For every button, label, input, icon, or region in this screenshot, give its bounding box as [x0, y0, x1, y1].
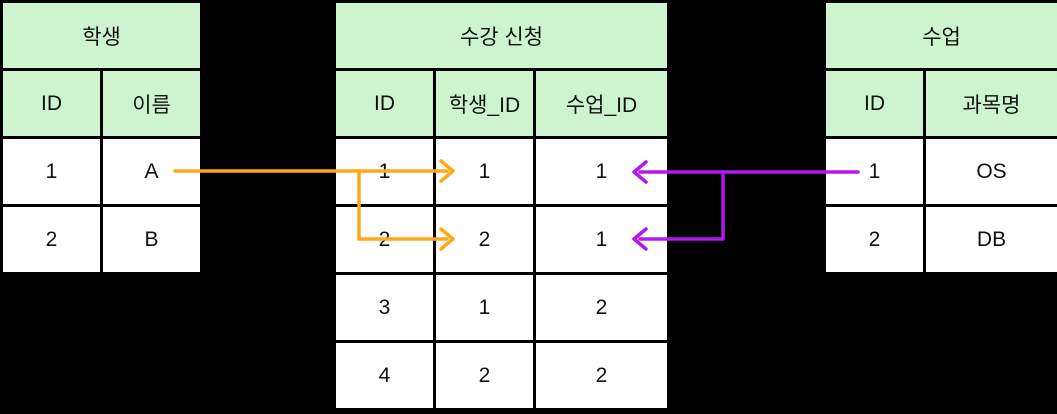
student-row2-name: B	[99, 204, 204, 275]
enrollment-row2-class-id: 1	[532, 204, 671, 275]
enrollment-table-title: 수강 신청	[332, 0, 671, 71]
enrollment-row-2: 2 2 1	[333, 204, 671, 275]
enrollment-row1-id: 1	[333, 136, 436, 207]
student-table: 학생 ID 이름 1 A 2 B	[0, 0, 204, 275]
enrollment-row2-id: 2	[333, 204, 436, 275]
enrollment-row3-class-id: 2	[532, 272, 671, 343]
enrollment-row4-student-id: 2	[433, 340, 536, 411]
class-row2-id: 2	[823, 204, 926, 275]
enrollment-table: 수강 신청 ID 학생_ID 수업_ID 1 1 1 2 2 1 3 1 2 4…	[332, 0, 671, 411]
enrollment-row4-id: 4	[333, 340, 436, 411]
class-table: 수업 ID 과목명 1 OS 2 DB	[822, 0, 1057, 275]
student-header-id: ID	[0, 68, 103, 139]
class-header-subject: 과목명	[922, 68, 1057, 139]
enrollment-row1-student-id: 1	[433, 136, 536, 207]
enrollment-row-4: 4 2 2	[333, 340, 671, 411]
student-row1-name: A	[99, 136, 204, 207]
class-row1-subject: OS	[922, 136, 1057, 207]
class-header-id: ID	[823, 68, 926, 139]
enrollment-table-header-row: ID 학생_ID 수업_ID	[333, 68, 671, 139]
class-table-header-row: ID 과목명	[823, 68, 1057, 139]
enrollment-header-student-id: 학생_ID	[433, 68, 536, 139]
student-row-1: 1 A	[0, 136, 204, 207]
enrollment-row-1: 1 1 1	[333, 136, 671, 207]
enrollment-row3-id: 3	[333, 272, 436, 343]
enrollment-table-title-row: 수강 신청	[332, 0, 671, 71]
enrollment-row4-class-id: 2	[532, 340, 671, 411]
enrollment-row3-student-id: 1	[433, 272, 536, 343]
class-row-2: 2 DB	[823, 204, 1057, 275]
class-table-title-row: 수업	[822, 0, 1057, 71]
student-table-title: 학생	[0, 0, 204, 71]
student-table-title-row: 학생	[0, 0, 204, 71]
class-table-title: 수업	[822, 0, 1057, 71]
student-header-name: 이름	[99, 68, 204, 139]
enrollment-row2-student-id: 2	[433, 204, 536, 275]
class-row-1: 1 OS	[823, 136, 1057, 207]
student-row1-id: 1	[0, 136, 103, 207]
enrollment-header-id: ID	[333, 68, 436, 139]
class-row2-subject: DB	[922, 204, 1057, 275]
student-row-2: 2 B	[0, 204, 204, 275]
student-table-header-row: ID 이름	[0, 68, 204, 139]
enrollment-header-class-id: 수업_ID	[532, 68, 671, 139]
enrollment-row1-class-id: 1	[532, 136, 671, 207]
student-row2-id: 2	[0, 204, 103, 275]
class-row1-id: 1	[823, 136, 926, 207]
enrollment-row-3: 3 1 2	[333, 272, 671, 343]
